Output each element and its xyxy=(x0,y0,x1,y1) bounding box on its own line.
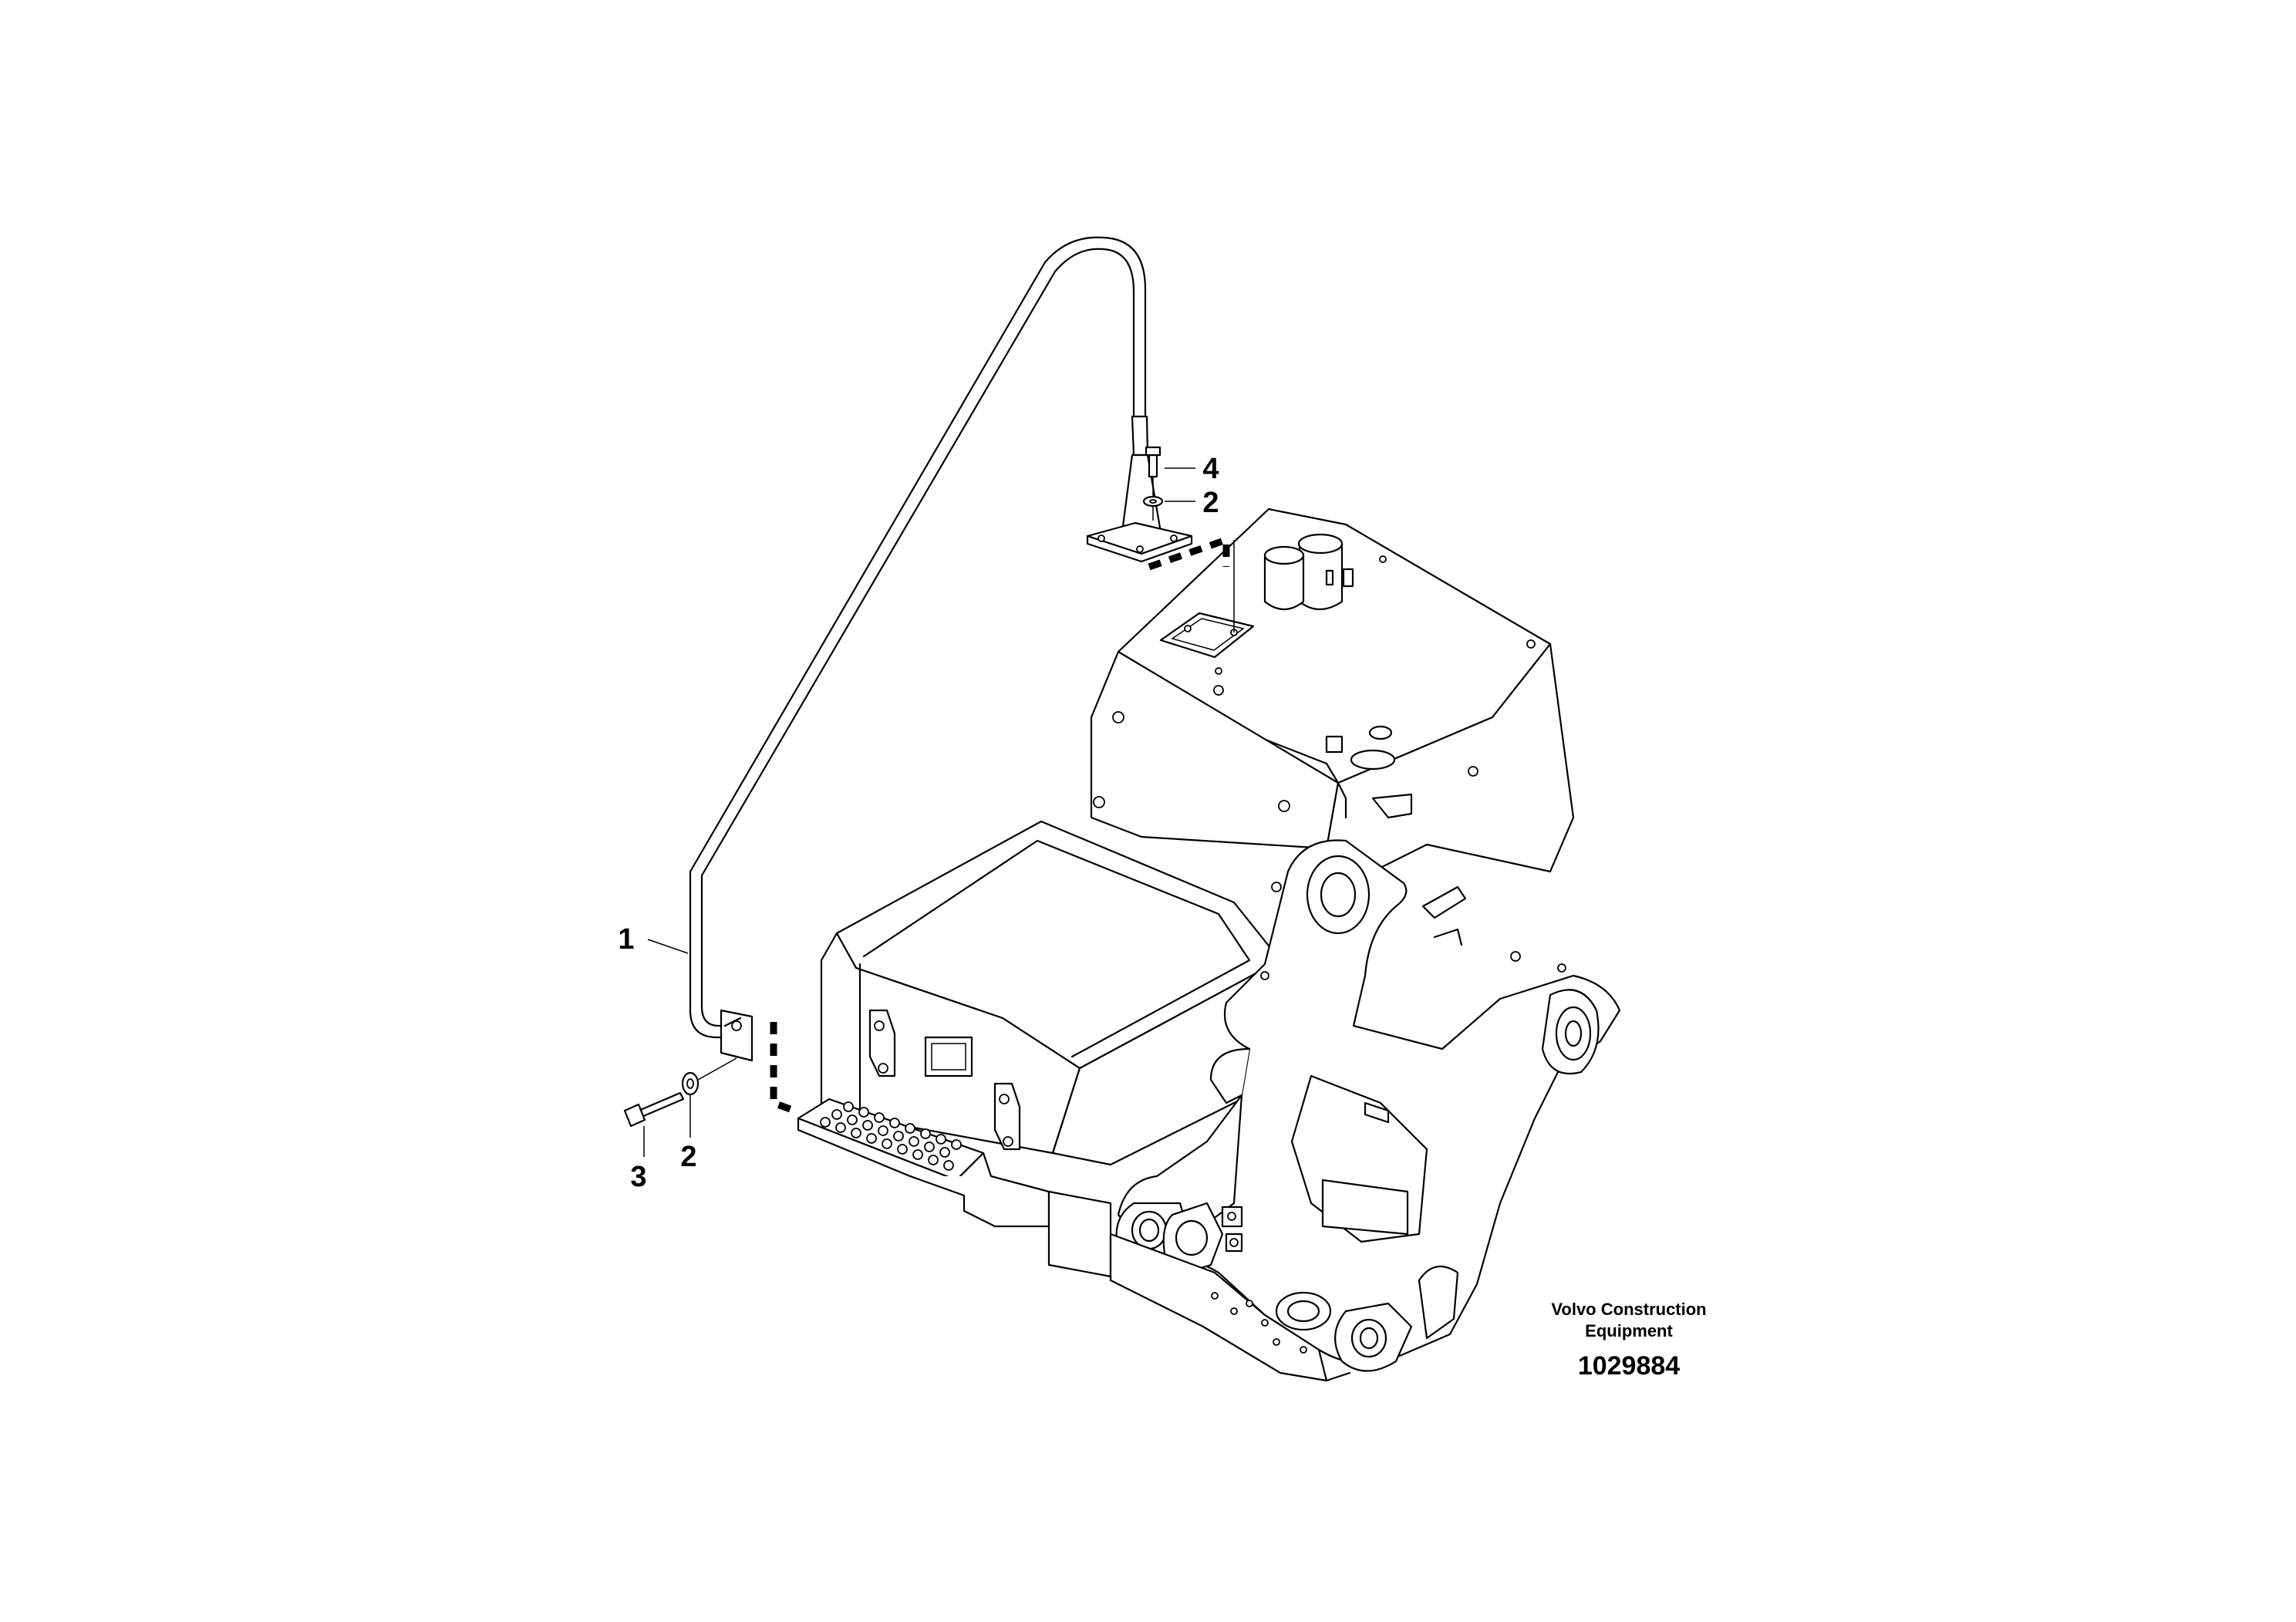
step-holes xyxy=(820,1101,962,1171)
upper-fasteners xyxy=(1142,446,1195,521)
engine-hood xyxy=(1090,508,1575,873)
mounting-indicators xyxy=(770,534,1235,1114)
lower-fasteners xyxy=(623,1057,737,1157)
lower-chassis xyxy=(1109,1233,1351,1382)
callout-4: 4 xyxy=(1202,453,1219,485)
publisher-line-2: Equipment xyxy=(1585,1321,1673,1340)
publisher-line-1: Volvo Construction xyxy=(1551,1300,1706,1319)
step-plate xyxy=(797,1098,1112,1278)
callout-2-lower: 2 xyxy=(680,1141,696,1173)
callout-3: 3 xyxy=(630,1161,646,1193)
front-frame xyxy=(1115,793,1621,1372)
machine-body-illustration xyxy=(797,508,1621,1382)
handrail-part-1 xyxy=(689,236,1193,1062)
callout-1: 1 xyxy=(618,923,634,956)
document-number: 1029884 xyxy=(1578,1351,1680,1381)
leader-1 xyxy=(647,939,689,954)
callout-2-upper: 2 xyxy=(1202,487,1219,519)
